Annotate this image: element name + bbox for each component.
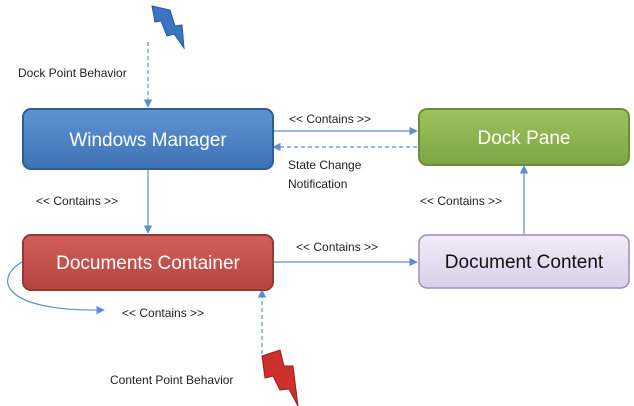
content-point-behavior-label: Content Point Behavior <box>110 373 233 387</box>
dock-point-behavior-label: Dock Point Behavior <box>18 66 127 80</box>
contains-self-loop-arrow <box>7 261 105 315</box>
node-document-content-label: Document Content <box>445 252 604 273</box>
state-change-label-line2: Notification <box>288 177 347 191</box>
node-document-content: Document Content <box>418 234 630 289</box>
node-dock-pane-label: Dock Pane <box>478 128 571 149</box>
lightning-bolt-icon <box>151 5 185 50</box>
contains-label-self: << Contains >> <box>122 306 204 320</box>
node-windows-manager-label: Windows Manager <box>69 130 227 151</box>
state-change-label-line1: State Change <box>288 158 362 172</box>
lightning-bolt-icon <box>261 349 299 406</box>
contains-label-wm-dp: << Contains >> <box>289 112 371 126</box>
contains-label-wm-dc: << Contains >> <box>36 194 118 208</box>
node-documents-container: Documents Container <box>22 234 274 291</box>
contains-label-dcont-dp: << Contains >> <box>420 194 502 208</box>
node-dock-pane: Dock Pane <box>418 108 630 166</box>
node-windows-manager: Windows Manager <box>22 108 274 170</box>
node-documents-container-label: Documents Container <box>56 253 240 274</box>
contains-label-dc-doc: << Contains >> <box>296 240 378 254</box>
